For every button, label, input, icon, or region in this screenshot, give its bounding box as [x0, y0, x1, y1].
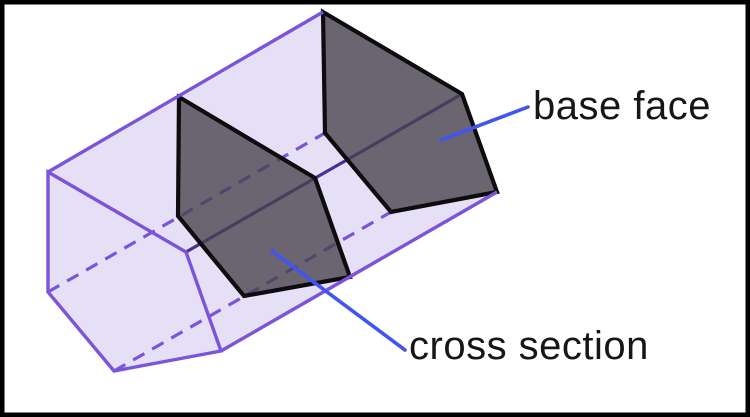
cross-section-face [175, 93, 353, 299]
prism-bottom-edge [220, 190, 498, 353]
prism-top-edge [47, 10, 324, 174]
cross-section-label: cross section [409, 324, 649, 368]
prism-front-face-outline [46, 169, 224, 373]
base-face-pointer-line [439, 105, 530, 142]
base-face-polygon [320, 8, 500, 215]
base-face-label: base face [533, 84, 711, 128]
cross-section-pointer-line [270, 249, 407, 352]
